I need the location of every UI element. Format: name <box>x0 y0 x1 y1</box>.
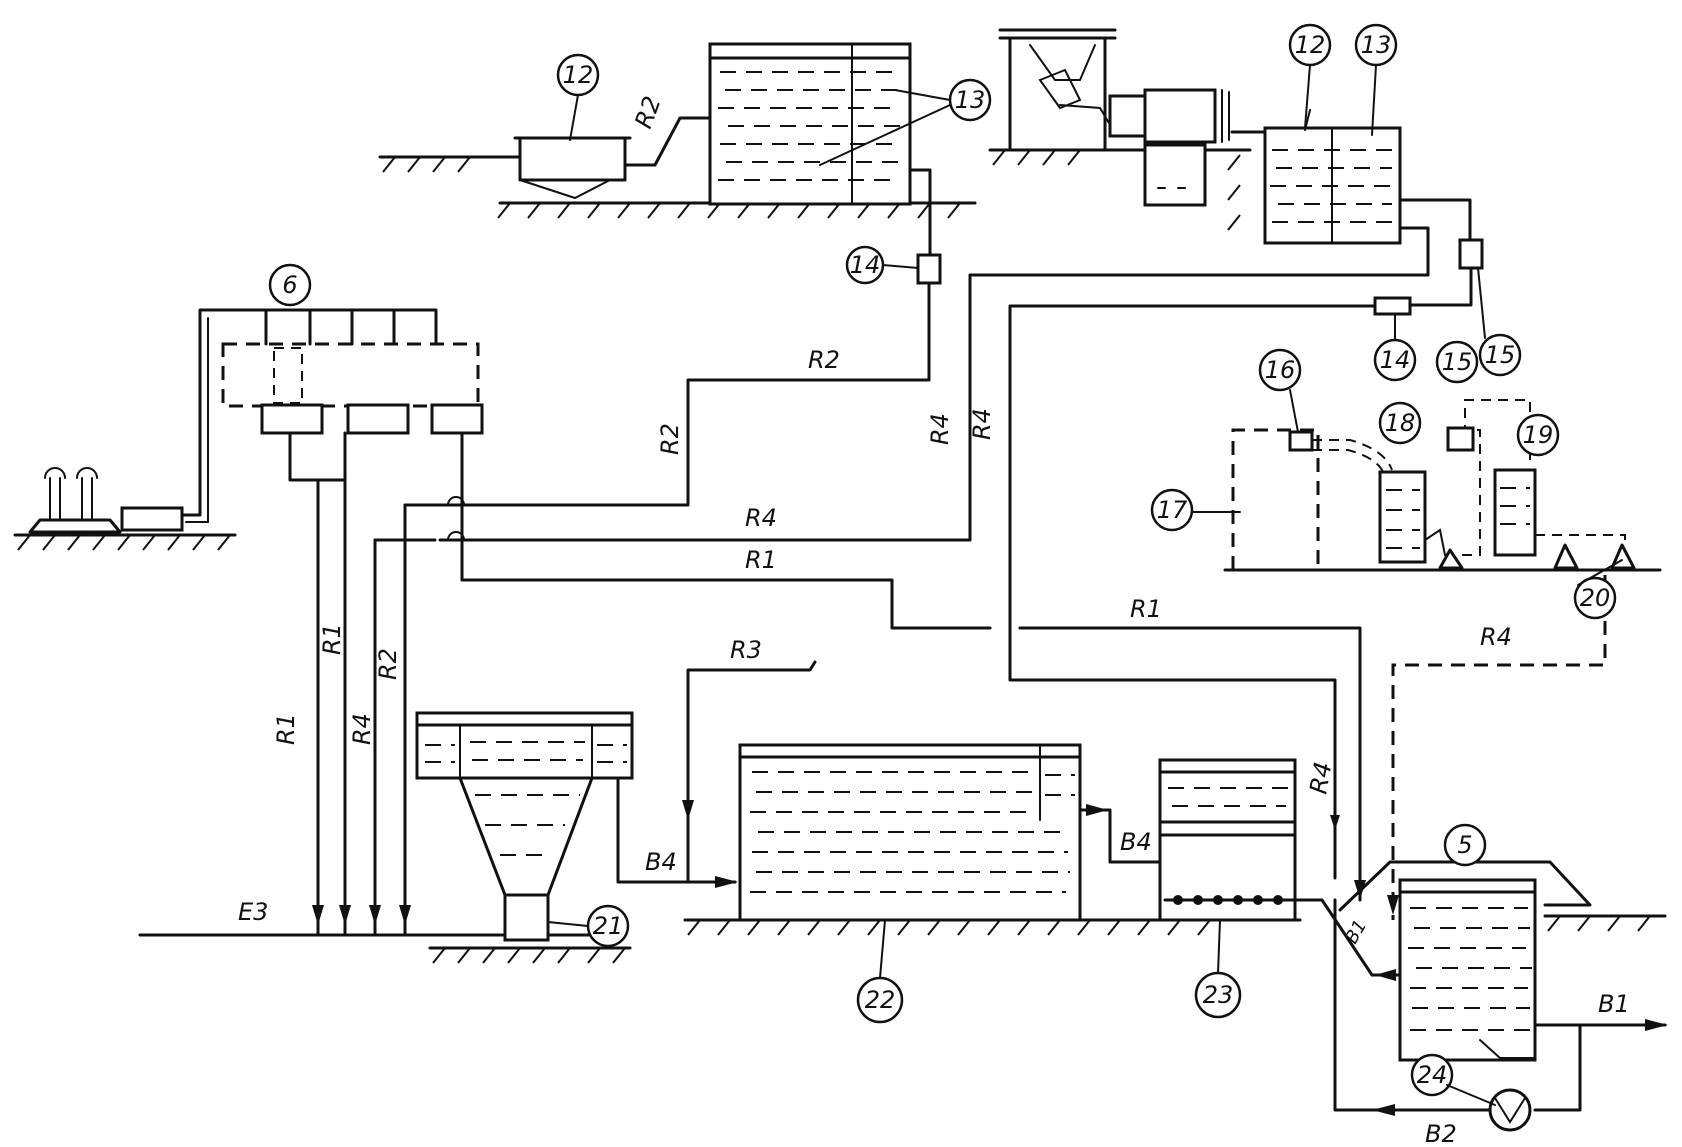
pipe-label: B4 <box>645 848 677 876</box>
callout-16: 16 <box>1258 348 1302 392</box>
right-pipes <box>1391 575 1607 920</box>
svg-text:15: 15 <box>1442 348 1473 376</box>
pipe-label: B1 <box>1341 916 1371 947</box>
callout-leaders <box>547 64 1623 1106</box>
pipe-label: R3 <box>730 636 762 664</box>
svg-text:16: 16 <box>1265 356 1296 384</box>
svg-text:18: 18 <box>1385 409 1416 437</box>
top-right-unit <box>438 28 1484 880</box>
callout-12-right: 12 <box>1288 23 1332 67</box>
pipe-label: R2 <box>374 648 402 680</box>
callout-17: 17 <box>1150 488 1194 532</box>
svg-text:12: 12 <box>563 61 594 89</box>
svg-text:22: 22 <box>865 986 896 1014</box>
callout-14-right: 14 <box>1373 338 1417 382</box>
callout-6: 6 <box>268 263 312 307</box>
reservoir <box>1333 860 1667 1112</box>
svg-text:20: 20 <box>1580 584 1611 612</box>
pipe-label: E3 <box>238 898 268 926</box>
filter-tank <box>1158 758 1374 977</box>
svg-text:21: 21 <box>593 912 624 940</box>
callout-13-left: 13 <box>948 78 992 122</box>
filter-media-dots <box>1173 895 1283 905</box>
pipe-label: R2 <box>808 346 840 374</box>
pipe-label: R2 <box>656 423 684 455</box>
svg-text:14: 14 <box>1380 346 1411 374</box>
callout-23: 23 <box>1194 971 1242 1019</box>
left-manifold <box>28 308 1362 937</box>
svg-text:23: 23 <box>1203 981 1234 1009</box>
svg-text:5: 5 <box>1457 831 1472 859</box>
pipe-label: R2 <box>629 92 666 132</box>
callout-22: 22 <box>856 976 904 1024</box>
pipe-label: B4 <box>1120 828 1152 856</box>
callout-24: 24 <box>1410 1053 1454 1097</box>
callout-5: 5 <box>1443 823 1487 867</box>
svg-text:6: 6 <box>282 271 297 299</box>
pipe-label: R4 <box>926 413 954 445</box>
callout-13-right: 13 <box>1354 23 1398 67</box>
top-left-unit <box>463 42 951 507</box>
svg-text:13: 13 <box>1361 31 1392 59</box>
pipe-label: R1 <box>745 546 777 574</box>
pipe-label: R4 <box>348 713 376 745</box>
pipe-label: R1 <box>1130 595 1162 623</box>
svg-text:24: 24 <box>1417 1061 1448 1089</box>
pipe-label: R4 <box>745 504 777 532</box>
pipe-label: R4 <box>1304 760 1337 796</box>
pipe-label: R1 <box>272 713 300 745</box>
pipe-labels: R2 R2 R2 R4 R4 R4 R1 R1 R4 R3 R1 R1 R4 R… <box>238 92 1630 1147</box>
pump-24 <box>1488 1088 1532 1132</box>
callout-20: 20 <box>1573 576 1617 620</box>
svg-text:13: 13 <box>955 86 986 114</box>
callout-21: 21 <box>586 904 630 948</box>
pipe-label: R4 <box>968 408 996 440</box>
callout-14-left: 14 <box>845 245 885 285</box>
svg-text:12: 12 <box>1295 31 1326 59</box>
callout-18: 18 <box>1378 401 1422 445</box>
svg-text:14: 14 <box>850 251 881 279</box>
pipe-label: B1 <box>1598 990 1630 1018</box>
pipe-label: R4 <box>1480 623 1512 651</box>
pipe-label: B2 <box>1425 1120 1457 1147</box>
large-basin <box>686 660 1162 922</box>
callout-12-left: 12 <box>556 53 600 97</box>
svg-text:15: 15 <box>1485 341 1516 369</box>
callout-15-mid: 15 <box>1435 340 1479 384</box>
callout-15-top: 15 <box>1478 333 1522 377</box>
callout-19: 19 <box>1516 413 1560 457</box>
equipment-group-16-20 <box>1223 399 1662 572</box>
pipe-label: R1 <box>318 623 346 655</box>
svg-text:19: 19 <box>1523 421 1554 449</box>
settling-tank <box>415 711 737 942</box>
svg-text:17: 17 <box>1157 496 1188 524</box>
callouts: 12 13 12 13 14 15 14 6 16 15 17 18 19 20… <box>268 23 1617 1097</box>
flow-arrows <box>312 800 1668 1116</box>
